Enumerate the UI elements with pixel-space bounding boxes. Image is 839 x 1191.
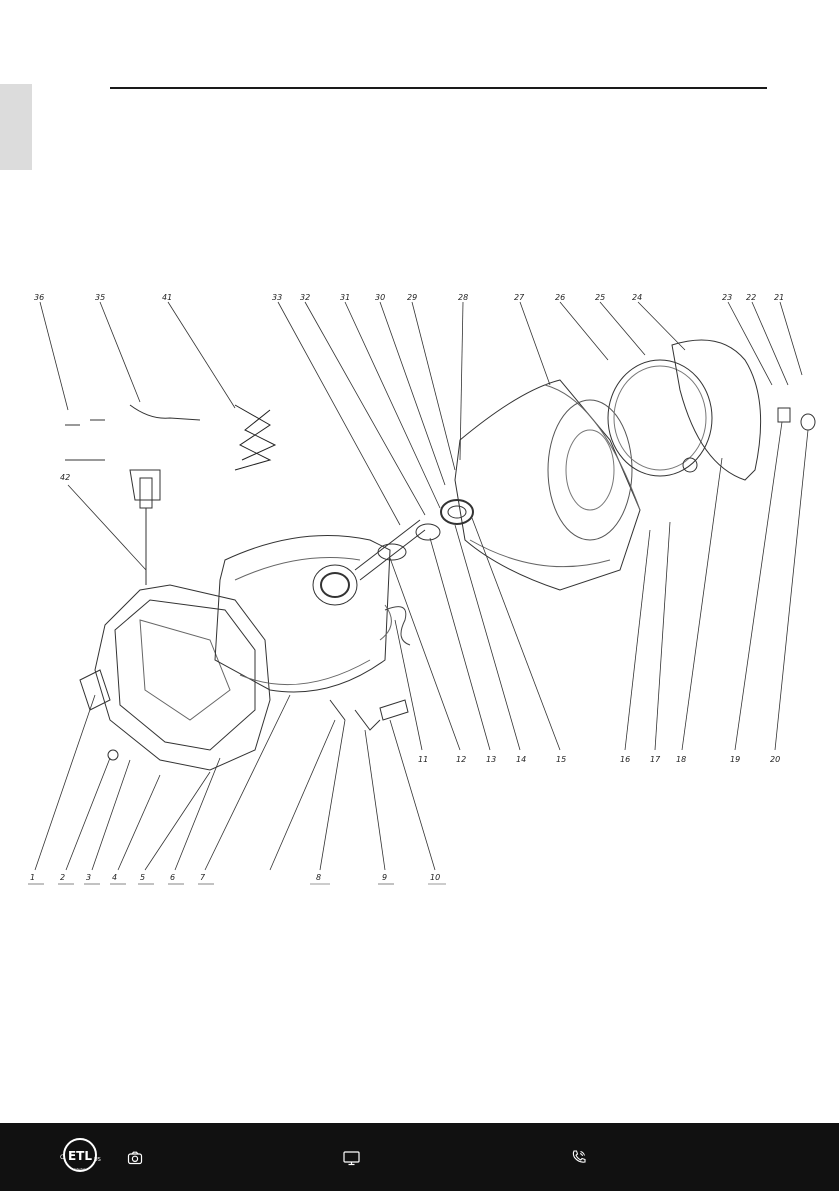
part-label-17: 17: [650, 755, 661, 764]
part-label-41: 41: [162, 293, 172, 302]
part-label-22: 22: [746, 293, 756, 302]
part-label-29: 29: [407, 293, 417, 302]
part-label-7: 7: [200, 873, 206, 882]
part-label-11: 11: [418, 755, 428, 764]
etl-mark-text: ETL: [68, 1149, 92, 1163]
etl-mark-bottom: Intertek: [74, 1167, 86, 1171]
part-label-35: 35: [95, 293, 105, 302]
front-panel: [672, 340, 761, 480]
part-label-23: 23: [722, 293, 732, 302]
part-label-5: 5: [140, 873, 145, 882]
part-label-32: 32: [300, 293, 310, 302]
etl-mark-left: C: [60, 1154, 64, 1161]
part-label-27: 27: [514, 293, 525, 302]
part-label-14: 14: [516, 755, 526, 764]
part-label-28: 28: [458, 293, 468, 302]
part-label-30: 30: [375, 293, 385, 302]
etl-mark-right: US: [94, 1157, 101, 1163]
part-label-9: 9: [382, 873, 387, 882]
part-label-24: 24: [632, 293, 642, 302]
part-label-42: 42: [60, 473, 70, 482]
part-label-36: 36: [34, 293, 44, 302]
part-label-10: 10: [430, 873, 440, 882]
part-label-2: 2: [60, 873, 65, 882]
monitor-icon: [343, 1150, 360, 1166]
part-label-16: 16: [620, 755, 630, 764]
part-label-4: 4: [112, 873, 117, 882]
etl-certification-mark: ETL C US Intertek: [58, 1135, 102, 1175]
exploded-parts-diagram: 1 2 3 4 5 6 7 8 9 10 11 12 13 14 15 16 1…: [0, 280, 839, 900]
part-label-19: 19: [730, 755, 740, 764]
side-tab-marker: [0, 84, 32, 170]
part-label-18: 18: [676, 755, 686, 764]
camera-icon: [127, 1150, 143, 1166]
part-label-15: 15: [556, 755, 566, 764]
part-label-3: 3: [86, 873, 91, 882]
part-label-31: 31: [340, 293, 350, 302]
rear-housing: [95, 585, 270, 770]
part-label-6: 6: [170, 873, 175, 882]
part-label-13: 13: [486, 755, 496, 764]
part-label-25: 25: [595, 293, 605, 302]
part-label-26: 26: [555, 293, 565, 302]
gasket-ring: [608, 360, 712, 476]
part-label-21: 21: [774, 293, 784, 302]
footer-bar: ETL C US Intertek: [0, 1123, 839, 1191]
part-label-20: 20: [770, 755, 780, 764]
part-label-33: 33: [272, 293, 282, 302]
part-label-8: 8: [316, 873, 321, 882]
header-rule: [110, 87, 767, 89]
part-label-1: 1: [30, 873, 35, 882]
phone-icon: [571, 1149, 587, 1165]
part-label-12: 12: [456, 755, 466, 764]
